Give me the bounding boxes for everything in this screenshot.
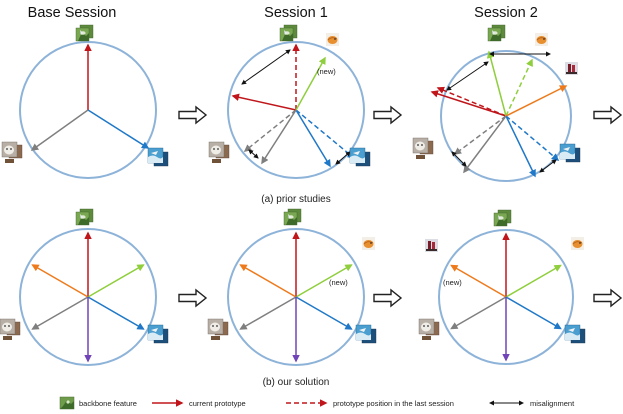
transition-arrow-icon [178, 288, 208, 308]
orange-fish-thumbnail-icon [571, 237, 584, 250]
bird-thumbnail-icon [75, 208, 94, 226]
prototype-arrow-green [295, 56, 326, 111]
prototype-circle [19, 228, 157, 366]
orange-fish-thumbnail-icon [326, 33, 339, 46]
transition-arrow-icon [178, 105, 208, 125]
previous-position-green [505, 58, 533, 117]
legend-misalignment-label: misalignment [530, 399, 575, 408]
ocean-thumbnail-icon [559, 143, 581, 163]
new-class-label: (new) [329, 278, 348, 287]
transition-arrow-icon [593, 105, 623, 125]
prototype-arrow-red [231, 93, 297, 111]
previous-position-gray [243, 109, 297, 152]
prototype-arrow-orange [450, 264, 507, 298]
prototype-arrow-green [505, 264, 562, 298]
bird-thumbnail-icon [75, 24, 94, 42]
prototype-arrow-green [295, 264, 353, 298]
panel-prior-session1: (new) [208, 24, 371, 179]
cat-thumbnail-icon [208, 141, 230, 163]
prototype-circle [227, 228, 365, 366]
ship-thumbnail-icon [565, 62, 578, 75]
legend-previous-label: prototype position in the last session [333, 399, 454, 408]
prototype-arrow-gray [463, 115, 507, 174]
prototype-circle [227, 41, 365, 179]
prototype-arrow-blue [295, 296, 353, 330]
legend-backbone-swatch [59, 396, 75, 410]
bird-thumbnail-icon [283, 208, 302, 226]
transition-arrows [178, 105, 623, 308]
cat-thumbnail-icon [412, 137, 434, 159]
panel-ours-session1: (new) [207, 208, 377, 366]
ocean-thumbnail-icon [355, 324, 377, 344]
panel-ours-base [0, 208, 169, 366]
cat-thumbnail-icon [0, 318, 21, 340]
transition-arrow-icon [373, 105, 403, 125]
ocean-thumbnail-icon [147, 147, 169, 167]
misalignment-arrow [446, 61, 489, 91]
transition-arrow-icon [593, 288, 623, 308]
prototype-arrow-red [430, 90, 507, 117]
new-class-label: (new) [317, 67, 336, 76]
prototype-circle [440, 50, 572, 182]
prototype-arrow-gray [30, 109, 89, 151]
ocean-thumbnail-icon [349, 147, 371, 167]
orange-fish-thumbnail-icon [362, 237, 375, 250]
prototype-arrow-blue [505, 115, 536, 178]
new-class-label: (new) [443, 278, 462, 287]
previous-position-red [436, 86, 507, 117]
prototype-arrow-orange [505, 85, 568, 117]
ship-thumbnail-icon [425, 239, 438, 252]
misalignment-arrow [248, 149, 259, 159]
prototype-arrow-blue [87, 109, 150, 149]
legend: backbone feature current prototype proto… [59, 396, 575, 410]
title-session-1: Session 1 [264, 5, 328, 21]
title-session-2: Session 2 [474, 5, 538, 21]
bird-thumbnail-icon [279, 24, 298, 42]
cat-thumbnail-icon [1, 141, 23, 163]
prototype-arrow-gray [261, 109, 297, 165]
previous-position-gray [453, 115, 507, 155]
diagram-panels: (new) (new) (new) [0, 24, 586, 366]
panel-prior-base [1, 24, 169, 179]
prototype-arrow-green [87, 264, 145, 298]
misalignment-arrow [539, 159, 557, 173]
cat-thumbnail-icon [418, 318, 440, 340]
legend-current-label: current prototype [189, 399, 246, 408]
prototype-arrow-gray [31, 296, 89, 330]
prototype-arrow-blue [295, 109, 331, 168]
prototype-arrow-gray [450, 296, 507, 330]
prototype-circle [19, 41, 157, 179]
transition-arrow-icon [373, 288, 403, 308]
prototype-arrow-orange [239, 264, 297, 298]
title-base-session: Base Session [28, 5, 117, 21]
prototype-arrow-blue [505, 296, 562, 330]
prototype-arrow-blue [87, 296, 145, 330]
misalignment-arrow [335, 151, 351, 165]
previous-position-blue [295, 109, 356, 159]
caption-prior-studies: (a) prior studies [261, 194, 330, 205]
legend-backbone-label: backbone feature [79, 399, 137, 408]
ocean-thumbnail-icon [564, 324, 586, 344]
prototype-arrow-orange [31, 264, 89, 298]
ocean-thumbnail-icon [147, 324, 169, 344]
prototype-arrow-green [486, 50, 507, 117]
previous-position-blue [505, 115, 560, 161]
bird-thumbnail-icon [487, 24, 506, 42]
caption-our-solution: (b) our solution [263, 377, 330, 388]
misalignment-arrow [241, 49, 291, 85]
misalignment-arrow [451, 151, 467, 167]
panel-ours-session2: (new) [418, 209, 586, 365]
panel-prior-session2 [412, 24, 581, 182]
prototype-circle [438, 229, 574, 365]
orange-fish-thumbnail-icon [535, 33, 548, 46]
bird-thumbnail-icon [493, 209, 512, 227]
prototype-arrow-gray [239, 296, 297, 330]
cat-thumbnail-icon [207, 318, 229, 340]
